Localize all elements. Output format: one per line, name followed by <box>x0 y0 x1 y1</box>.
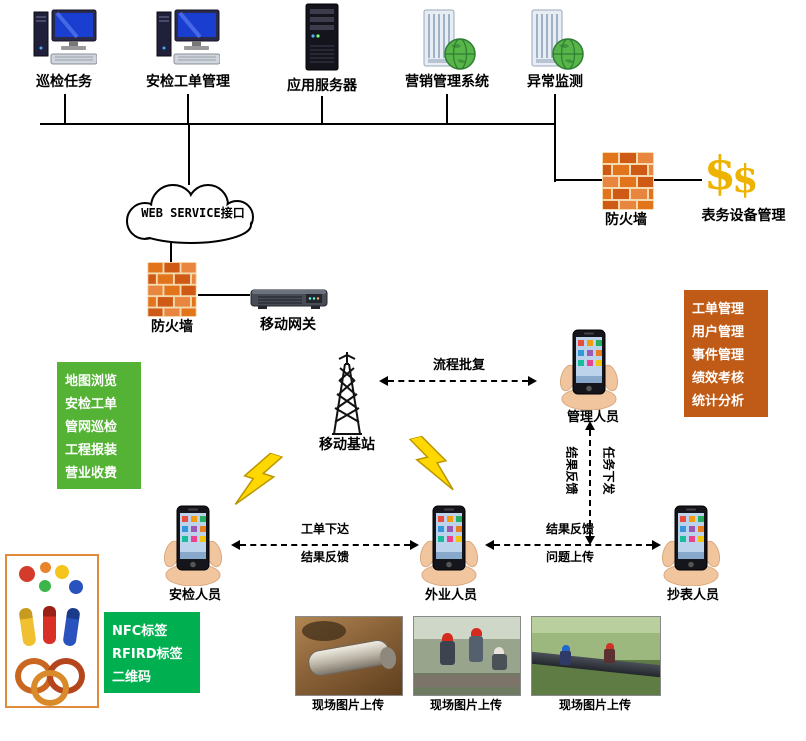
fieldworker-meterreader-arrow <box>485 540 661 550</box>
meter-device-mgmt-label: 表务设备管理 <box>701 208 786 224</box>
connector-line <box>187 94 189 124</box>
tag-types-box: NFC标签 RFIRD标签 二维码 <box>104 612 200 693</box>
tag-samples-box <box>5 554 99 708</box>
firewall-top-label: 防火墙 <box>605 212 647 228</box>
mobile-gateway-icon <box>250 282 328 318</box>
connector-line <box>446 94 448 124</box>
connector-line <box>198 294 250 296</box>
dollar-glyph: $ <box>732 156 759 201</box>
dollar-glyph: $ <box>704 146 737 200</box>
base-station-tower-icon <box>324 350 370 440</box>
flow-approval-arrow <box>379 376 537 386</box>
result-feedback-label: 结果反馈 <box>545 522 594 536</box>
tag-type-item: NFC标签 <box>112 624 168 639</box>
inspector-phone-icon <box>160 504 226 590</box>
meter-reader-phone-icon <box>658 504 724 590</box>
base-station-label: 移动基站 <box>319 437 375 453</box>
inspector-label: 安检人员 <box>168 588 221 603</box>
site-photo-workers <box>413 616 521 696</box>
function-item: 事件管理 <box>692 348 745 363</box>
firewall-left-label: 防火墙 <box>151 319 193 335</box>
node-label-marketing-system: 营销管理系统 <box>405 74 489 90</box>
meter-reader-label: 抄表人员 <box>666 588 719 603</box>
app-server-icon <box>301 2 343 76</box>
left-function-box: 地图浏览 安检工单 管网巡检 工程报装 营业收费 <box>57 362 141 489</box>
dollar-icon: $ $ <box>702 146 772 206</box>
photo-caption: 现场图片上传 <box>311 698 384 712</box>
connector-line <box>554 179 604 181</box>
yellow-ball-icon <box>55 565 69 579</box>
desktop-computer-icon <box>156 8 221 72</box>
bus-line <box>40 123 556 125</box>
red-tag-cylinder-icon <box>43 606 56 644</box>
field-worker-phone-icon <box>416 504 482 590</box>
blue-tag-cylinder-icon <box>62 607 81 647</box>
yellow-tag-cylinder-icon <box>18 607 37 647</box>
lightning-bolt-icon <box>231 446 284 519</box>
manager-label: 管理人员 <box>566 410 619 425</box>
flow-approval-label: 流程批复 <box>432 358 485 373</box>
node-label-work-order-mgmt: 安检工单管理 <box>146 74 230 90</box>
function-item: 营业收费 <box>65 466 118 481</box>
marketing-system-server-icon <box>417 8 477 76</box>
photo-caption: 现场图片上传 <box>429 698 502 712</box>
node-label-patrol-task: 巡检任务 <box>36 74 92 90</box>
tag-type-item: 二维码 <box>112 670 152 685</box>
web-service-label: WEB SERVICE接口 <box>141 206 245 220</box>
function-item: 用户管理 <box>692 325 745 340</box>
connector-line <box>170 243 172 265</box>
task-dispatch-vertical-label: 任务下发 <box>601 446 616 495</box>
node-label-anomaly-monitoring: 异常监测 <box>527 74 583 90</box>
connector-line <box>64 94 66 124</box>
orange-ball-icon <box>40 562 51 573</box>
blue-ball-icon <box>69 580 83 594</box>
firewall-icon <box>146 262 198 321</box>
result-feedback-vertical-label: 结果反馈 <box>564 446 579 495</box>
field-worker-label: 外业人员 <box>424 588 477 603</box>
function-item: 统计分析 <box>692 394 745 409</box>
problem-upload-label: 问题上传 <box>545 550 594 564</box>
monitoring-server-icon <box>525 8 585 76</box>
connector-line <box>654 179 702 181</box>
function-item: 工单管理 <box>692 302 745 317</box>
manager-phone-icon <box>556 328 622 414</box>
inspector-fieldworker-arrow <box>231 540 419 550</box>
site-photo-pipe <box>295 616 403 696</box>
right-function-box: 工单管理 用户管理 事件管理 绩效考核 统计分析 <box>684 290 768 417</box>
node-label-app-server: 应用服务器 <box>287 78 357 94</box>
web-service-cloud <box>115 179 270 251</box>
function-item: 安检工单 <box>65 397 118 412</box>
result-feedback-label: 结果反馈 <box>300 550 349 564</box>
lightning-bolt-icon <box>408 431 458 503</box>
red-ball-icon <box>19 566 35 582</box>
firewall-icon <box>602 152 654 214</box>
order-dispatch-label: 工单下达 <box>300 522 349 536</box>
function-item: 地图浏览 <box>65 374 118 389</box>
connector-line <box>554 94 556 182</box>
manager-feedback-arrow <box>585 421 595 545</box>
connector-line <box>188 125 190 185</box>
site-photo-pipeline <box>531 616 661 696</box>
tag-type-item: RFIRD标签 <box>112 647 183 662</box>
connector-line <box>321 96 323 124</box>
function-item: 绩效考核 <box>692 371 745 386</box>
desktop-computer-icon <box>33 8 98 72</box>
green-ball-icon <box>39 580 51 592</box>
photo-caption: 现场图片上传 <box>558 698 631 712</box>
gateway-label: 移动网关 <box>260 317 316 333</box>
function-item: 管网巡检 <box>65 420 118 435</box>
ring-tag-icon <box>31 670 69 706</box>
function-item: 工程报装 <box>65 443 118 458</box>
